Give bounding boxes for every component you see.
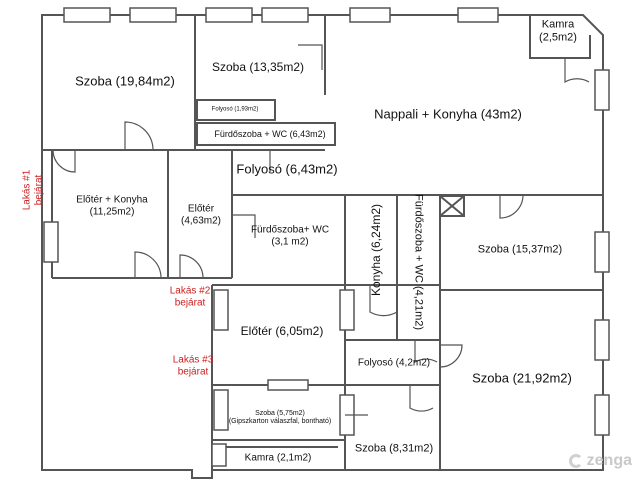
door-swing bbox=[564, 58, 590, 84]
window bbox=[213, 389, 229, 431]
window bbox=[211, 443, 227, 467]
entrance-label-lakas-2-line1: Lakás #2 bbox=[169, 285, 211, 297]
room-label-furdo-31-name: Fürdőszoba+ WC bbox=[250, 224, 330, 236]
room-label-eloter-konyha-name: Előtér + Konyha bbox=[76, 194, 148, 206]
entrance-label-lakas-2-line2: bejárat bbox=[174, 297, 206, 308]
window bbox=[261, 7, 309, 23]
room-label-kamra-21: Kamra (2,1m2) bbox=[244, 452, 312, 464]
entrance-label-lakas-3-line1: Lakás #3 bbox=[172, 354, 214, 366]
entrance-label-lakas-3-line2: bejárat bbox=[177, 366, 209, 377]
room-label-eloter-konyha: Előtér + Konyha (11,25m2) bbox=[76, 195, 147, 218]
room-label-konyha-624: Konyha (6,24m2) bbox=[369, 203, 384, 297]
room-label-eloter-463: Előtér (4,63m2) bbox=[181, 204, 221, 227]
window bbox=[594, 69, 610, 111]
door-swing bbox=[298, 44, 323, 70]
door-swing bbox=[409, 385, 434, 412]
wall bbox=[196, 99, 276, 121]
room-label-kamra-25: Kamra (2,5m2) bbox=[539, 18, 577, 43]
door-swing bbox=[439, 344, 463, 368]
room-label-nappali: Nappali + Konyha (43m2) bbox=[374, 106, 522, 122]
door-swing bbox=[369, 285, 398, 317]
entrance-label-lakas-3: Lakás #3 bejárat bbox=[173, 355, 214, 378]
entrance-label-lakas-1: Lakás #1 bejárat bbox=[22, 170, 45, 211]
room-label-folyoso-193: Folyosó (1,93m2) bbox=[211, 106, 259, 113]
door-swing bbox=[232, 214, 256, 238]
room-label-eloter-605: Előtér (6,05m2) bbox=[240, 324, 324, 339]
room-label-kamra-25-area: (2,5m2) bbox=[539, 31, 577, 43]
room-label-eloter-463-area: (4,63m2) bbox=[180, 215, 222, 226]
window bbox=[43, 221, 59, 263]
room-label-folyoso-42: Folyosó (4,2m2) bbox=[357, 357, 431, 369]
room-label-furdo-421: Fürdőszoba + WC (4,21m2) bbox=[412, 193, 425, 331]
door-swing bbox=[179, 254, 204, 279]
window bbox=[457, 7, 499, 23]
door-swing bbox=[414, 340, 438, 364]
room-label-szoba-831: Szoba (8,31m2) bbox=[354, 442, 434, 455]
window bbox=[205, 7, 253, 23]
room-label-szoba-2192: Szoba (21,92m2) bbox=[472, 370, 572, 386]
door-swings bbox=[52, 44, 590, 416]
entrance-label-lakas-1-line1: Lakás #1 bbox=[21, 169, 33, 211]
room-label-furdo-31: Fürdőszoba+ WC (3,1 m2) bbox=[251, 225, 329, 248]
shaft bbox=[439, 195, 465, 217]
room-label-szoba-1335: Szoba (13,35m2) bbox=[211, 60, 305, 75]
room-label-szoba-575: Szoba (5,75m2) (Gipszkarton válaszfal, b… bbox=[229, 410, 331, 426]
room-label-eloter-konyha-area: (11,25m2) bbox=[89, 206, 135, 217]
room-label-szoba-1537: Szoba (15,37m2) bbox=[477, 243, 563, 256]
entrance-label-lakas-2: Lakás #2 bejárat bbox=[170, 286, 211, 309]
door-swing bbox=[499, 194, 524, 219]
window bbox=[594, 394, 610, 436]
window bbox=[594, 231, 610, 273]
room-label-szoba-575-note: (Gipszkarton válaszfal, bontható) bbox=[228, 418, 332, 425]
watermark: zenga bbox=[568, 452, 632, 470]
room-label-szoba-1984: Szoba (19,84m2) bbox=[75, 73, 175, 89]
entrance-label-lakas-1-line2: bejárat bbox=[33, 174, 44, 206]
window bbox=[129, 7, 177, 23]
door-swing bbox=[134, 251, 162, 279]
window bbox=[267, 379, 309, 391]
window bbox=[594, 319, 610, 361]
walls bbox=[41, 14, 604, 479]
room-label-folyoso-643: Folyosó (6,43m2) bbox=[236, 161, 338, 177]
door-swing bbox=[124, 121, 154, 151]
window bbox=[339, 289, 355, 331]
room-label-furdo-31-area: (3,1 m2) bbox=[271, 236, 309, 247]
room-label-eloter-463-name: Előtér bbox=[187, 203, 215, 215]
outer-wall bbox=[41, 14, 604, 479]
window bbox=[63, 7, 111, 23]
window bbox=[213, 289, 229, 331]
room-label-furdo-643: Fürdőszoba + WC (6,43m2) bbox=[214, 128, 326, 139]
watermark-text: zenga bbox=[586, 452, 632, 469]
wall bbox=[529, 15, 591, 59]
shaft-x bbox=[439, 195, 465, 217]
door-swing bbox=[52, 149, 76, 173]
room-label-szoba-575-name: Szoba (5,75m2) bbox=[255, 409, 305, 417]
room-label-kamra-25-name: Kamra bbox=[541, 18, 575, 31]
window bbox=[349, 7, 391, 23]
wall bbox=[196, 122, 336, 146]
watermark-logo-icon bbox=[568, 454, 583, 468]
